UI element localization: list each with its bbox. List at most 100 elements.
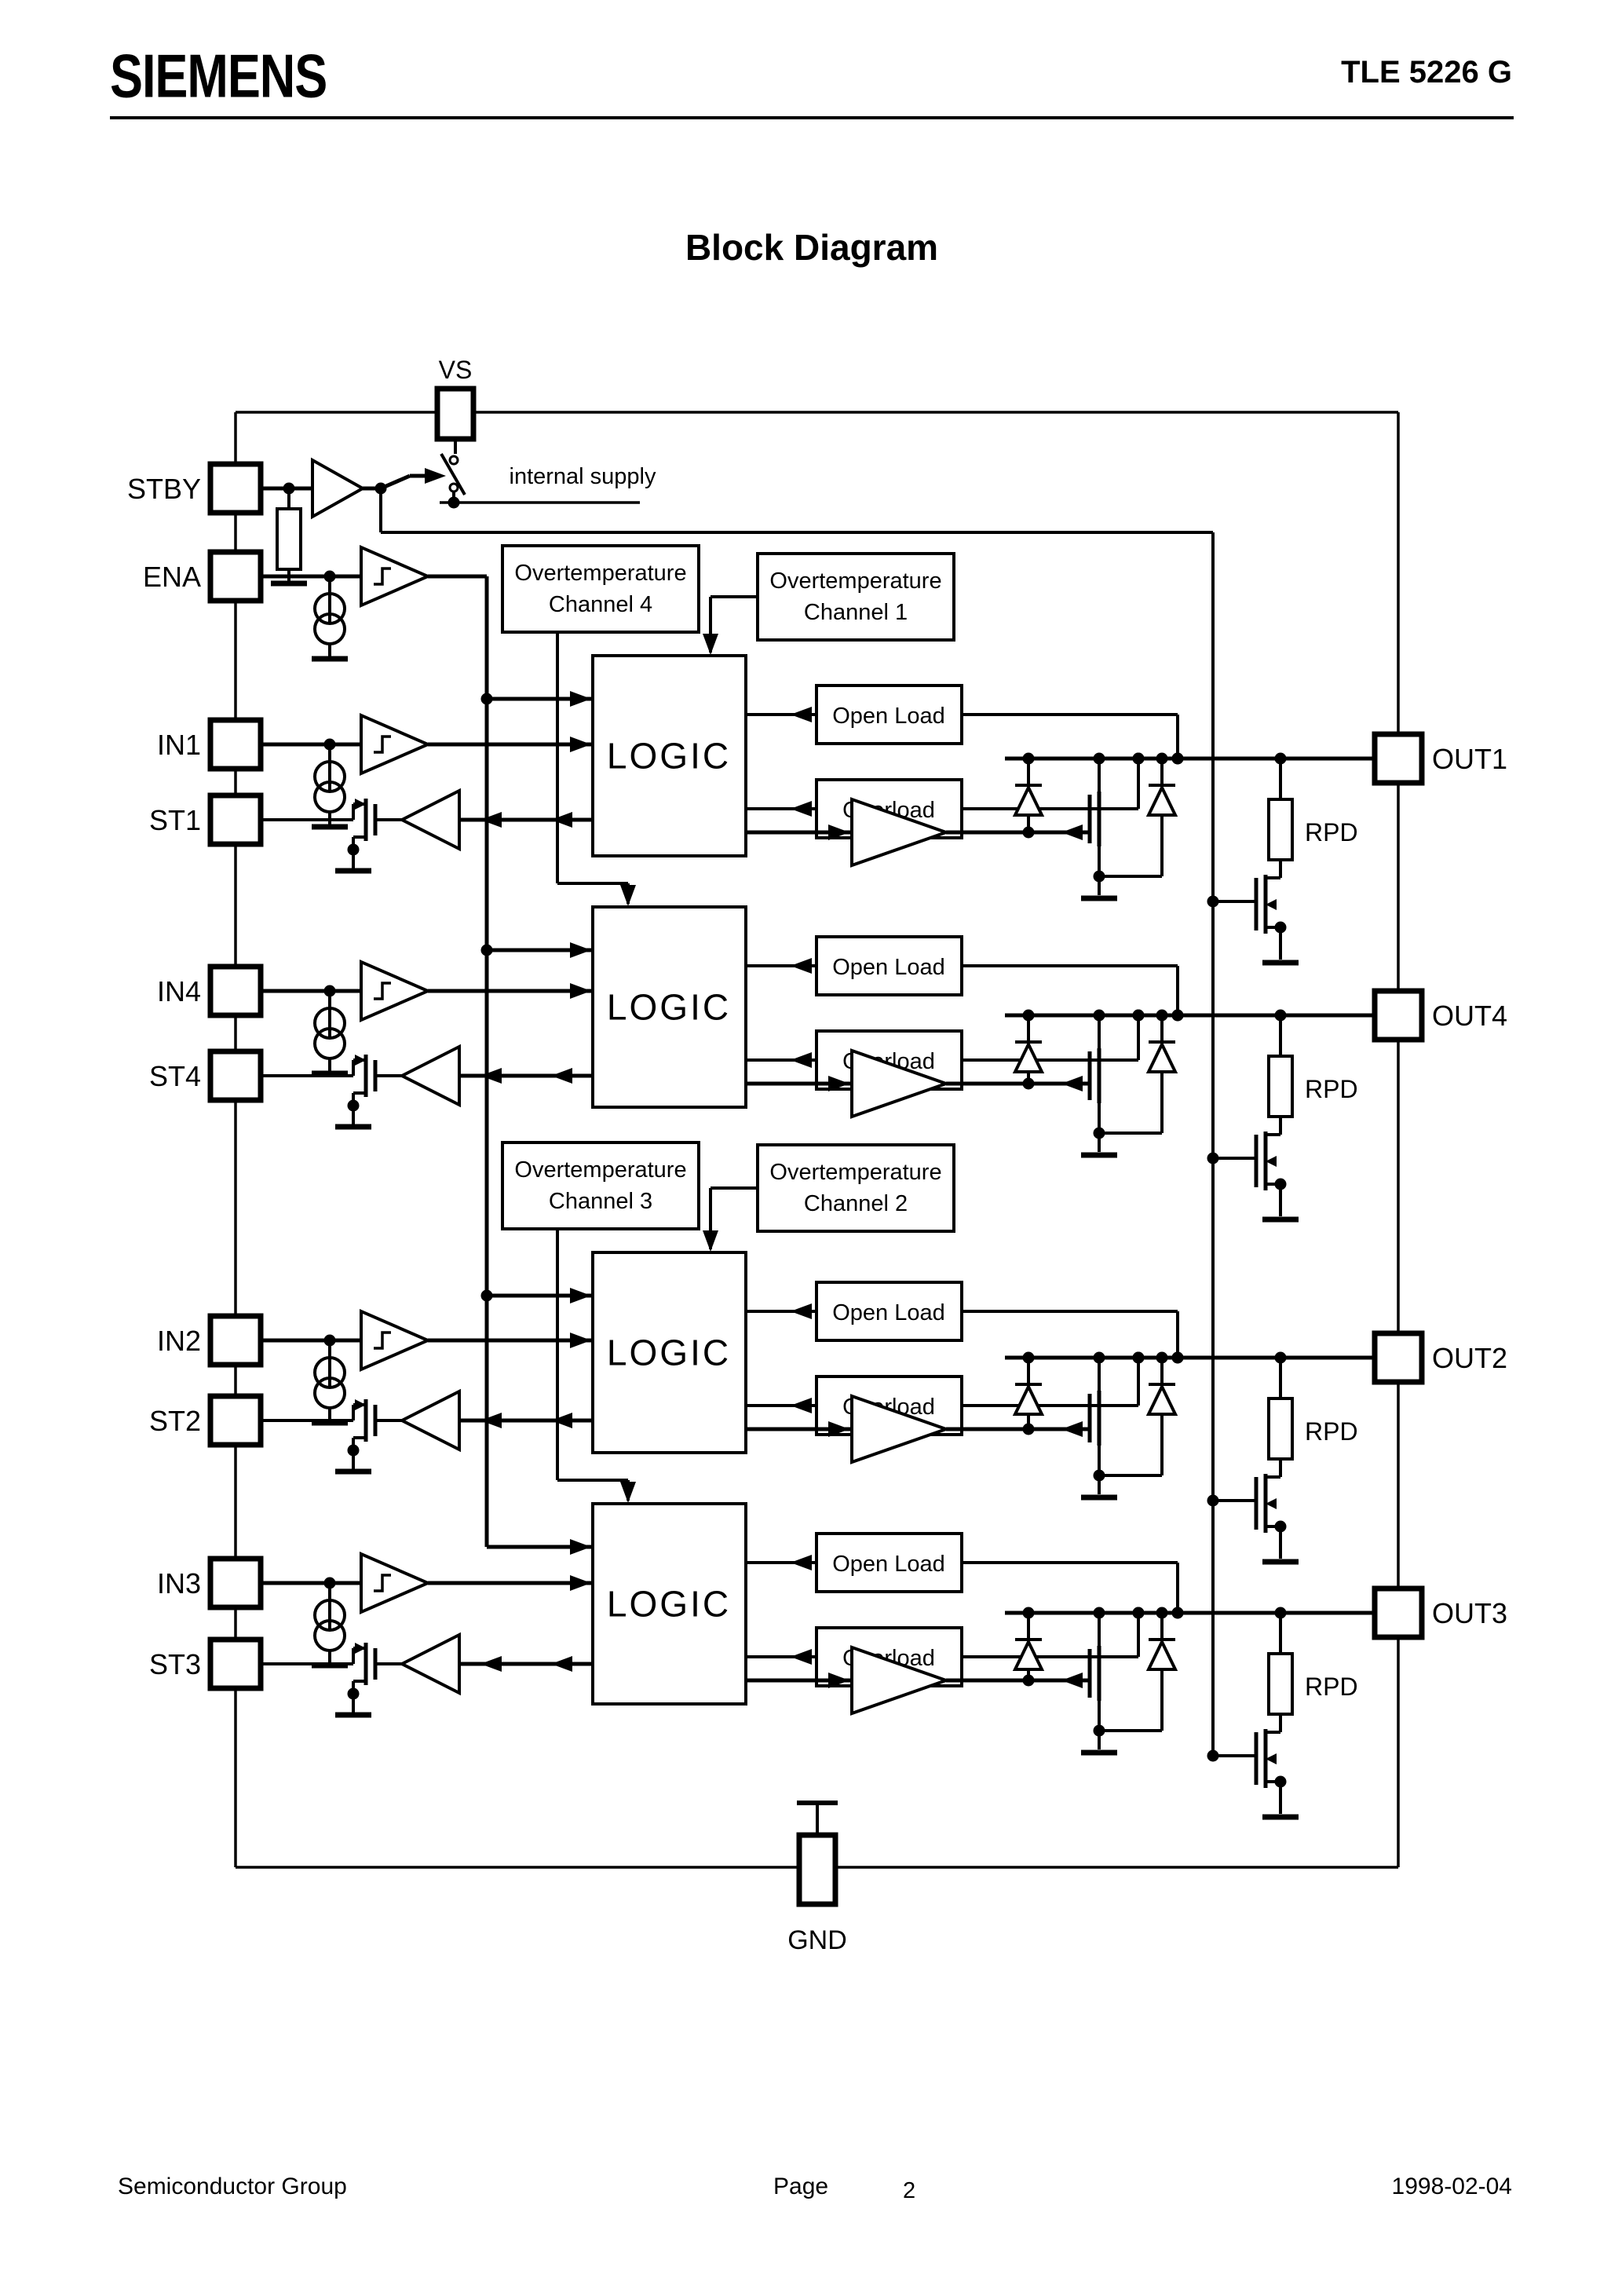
overtemp-line2: Channel 1: [804, 600, 908, 625]
arrowhead: [1061, 1421, 1083, 1437]
diode: [1145, 1040, 1178, 1073]
mosfet-body-arrow: [1266, 1498, 1277, 1509]
diode: [1012, 784, 1045, 817]
pin-st1: [207, 792, 264, 847]
arrowhead: [791, 1555, 812, 1570]
junction-dot: [1171, 752, 1184, 765]
buffer-icon: [850, 1394, 952, 1464]
logic-label: LOGIC: [607, 1584, 731, 1625]
junction-dot: [347, 1444, 360, 1457]
overtemp-line2: Channel 4: [549, 592, 652, 617]
pin-out4: [1372, 988, 1425, 1043]
arrowhead: [570, 737, 591, 752]
junction-dot: [1207, 1749, 1219, 1762]
pin-label-st2: ST2: [149, 1405, 201, 1437]
arrowhead: [480, 1068, 502, 1084]
arrowhead: [570, 1575, 591, 1591]
inverting-driver-icon: [398, 1632, 461, 1696]
open-load-box: [815, 684, 963, 745]
junction-dot: [347, 1687, 360, 1700]
footer-group: Semiconductor Group: [118, 2174, 347, 2199]
diode: [1012, 1383, 1045, 1416]
arrowhead: [480, 812, 502, 828]
mosfet-body-arrow: [1266, 1156, 1277, 1167]
internal-supply-label: internal supply: [510, 464, 656, 489]
rpd-resistor: [1267, 1397, 1294, 1461]
pin-label-st1: ST1: [149, 804, 201, 836]
schmitt-trigger-icon: [360, 1551, 433, 1615]
arrowhead: [828, 1076, 849, 1091]
pin-label-stby: STBY: [127, 473, 201, 505]
rpd-resistor: [1267, 798, 1294, 861]
buffer-icon: [850, 797, 952, 868]
pin-st2: [207, 1393, 264, 1448]
junction-dot: [480, 693, 493, 705]
part-number: TLE 5226 G: [1341, 55, 1512, 90]
switch-contact: [448, 482, 459, 493]
pin-vs: [434, 386, 477, 442]
pin-stby: [207, 461, 264, 516]
logic-block-1: [591, 654, 747, 857]
pin-label-vs: VS: [439, 356, 473, 384]
arrowhead: [1061, 1076, 1083, 1091]
arrowhead: [480, 1656, 502, 1672]
junction-dot: [1171, 1009, 1184, 1022]
hysteresis-glyph: [374, 735, 391, 754]
arrowhead: [828, 1673, 849, 1688]
logic-label: LOGIC: [607, 1333, 731, 1373]
footer-date: 1998-02-04: [1391, 2174, 1512, 2199]
logic-label: LOGIC: [607, 736, 731, 777]
footer-page-label: Page: [773, 2174, 829, 2199]
diode: [1145, 784, 1178, 817]
overtemp-rect: [501, 1141, 700, 1230]
diode: [1145, 1638, 1178, 1671]
buffer-icon: [850, 1645, 952, 1716]
pin-in2: [207, 1313, 264, 1368]
mosfet-body-arrow: [1266, 1753, 1277, 1764]
diode: [1012, 1040, 1045, 1073]
pin-label-st3: ST3: [149, 1648, 201, 1680]
buffer-icon: [311, 457, 367, 520]
pin-out2: [1372, 1330, 1425, 1385]
logic-block-4: [591, 1502, 747, 1706]
junction-dot: [1171, 1607, 1184, 1619]
arrowhead: [570, 983, 591, 999]
schmitt-trigger-icon: [360, 712, 433, 777]
arrowhead: [828, 824, 849, 840]
pin-ena: [207, 549, 264, 604]
standby-supply-circuit: internal supply: [261, 439, 1215, 1756]
overtemp-line2: Channel 3: [549, 1189, 652, 1214]
buffer-icon: [850, 1048, 952, 1119]
junction-dot: [1132, 752, 1145, 765]
logic-label: LOGIC: [607, 987, 731, 1028]
overtemp-line1: Overtemperature: [769, 1160, 941, 1185]
pin-label-out3: OUT3: [1432, 1597, 1507, 1629]
hysteresis-glyph: [374, 982, 391, 1000]
junction-dot: [347, 1099, 360, 1112]
mosfet-body-arrow: [1266, 899, 1277, 910]
arrowhead: [703, 634, 718, 655]
mosfet-body-arrow: [355, 1399, 366, 1410]
pin-label-out4: OUT4: [1432, 1000, 1507, 1032]
junction-dot: [1132, 1351, 1145, 1364]
pin-label-in1: IN1: [157, 729, 201, 761]
pin-label-in4: IN4: [157, 975, 201, 1007]
overtemp-line1: Overtemperature: [769, 569, 941, 594]
rpd-label: RPD: [1305, 1417, 1358, 1446]
arrowhead: [791, 1052, 812, 1068]
current-source-icon: [313, 760, 346, 793]
pulldown-resistor: [276, 507, 302, 571]
overtemp-line1: Overtemperature: [514, 1157, 686, 1183]
current-source-icon: [313, 1356, 346, 1389]
open-load-label: Open Load: [832, 704, 945, 729]
rpd-resistor: [1267, 1652, 1294, 1716]
arrowhead: [425, 468, 446, 484]
